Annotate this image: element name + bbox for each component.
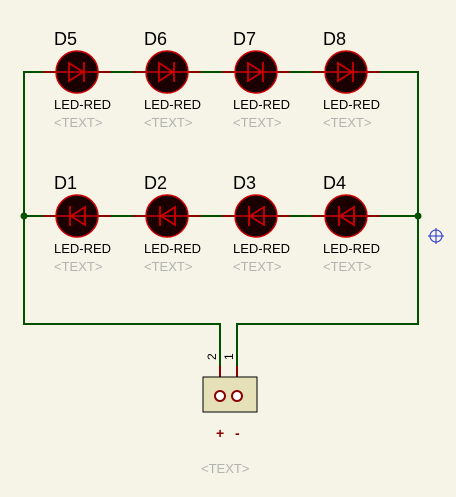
led-value-label: LED-RED	[323, 241, 380, 256]
led-ref-label: D2	[144, 173, 167, 193]
led-text-placeholder: <TEXT>	[54, 259, 102, 274]
led-text-placeholder: <TEXT>	[54, 115, 102, 130]
junction-left	[20, 212, 28, 220]
led-value-label: LED-RED	[54, 241, 111, 256]
connector-polarity-plus: +	[216, 425, 224, 441]
led-ref-label: D8	[323, 29, 346, 49]
connector-pin-1[interactable]	[231, 390, 243, 402]
crosshair-icon	[428, 228, 444, 244]
led-text-placeholder: <TEXT>	[233, 115, 281, 130]
led-text-placeholder: <TEXT>	[144, 259, 192, 274]
led-text-placeholder: <TEXT>	[233, 259, 281, 274]
led-value-label: LED-RED	[54, 97, 111, 112]
led-ref-label: D3	[233, 173, 256, 193]
led-value-label: LED-RED	[233, 241, 290, 256]
junction-right	[414, 212, 422, 220]
connector-text-placeholder: <TEXT>	[201, 461, 249, 476]
left-return-wire[interactable]	[23, 216, 221, 386]
led-text-placeholder: <TEXT>	[323, 115, 371, 130]
led-value-label: LED-RED	[144, 241, 201, 256]
led-ref-label: D7	[233, 29, 256, 49]
led-value-label: LED-RED	[323, 97, 380, 112]
led-ref-label: D5	[54, 29, 77, 49]
led-ref-label: D1	[54, 173, 77, 193]
led-ref-label: D4	[323, 173, 346, 193]
led-value-label: LED-RED	[144, 97, 201, 112]
right-return-wire[interactable]	[236, 216, 419, 386]
power-connector[interactable]: 2 1 + - <TEXT>	[201, 353, 258, 476]
top-wire[interactable]	[23, 71, 419, 216]
led-ref-label: D6	[144, 29, 167, 49]
led-text-placeholder: <TEXT>	[323, 259, 371, 274]
connector-body[interactable]	[202, 376, 258, 413]
connector-pin-label-2: 2	[205, 353, 219, 360]
connector-pin-2[interactable]	[214, 390, 226, 402]
connector-pin-label-1: 1	[222, 353, 236, 360]
connector-polarity-minus: -	[235, 425, 240, 441]
led-value-label: LED-RED	[233, 97, 290, 112]
led-text-placeholder: <TEXT>	[144, 115, 192, 130]
